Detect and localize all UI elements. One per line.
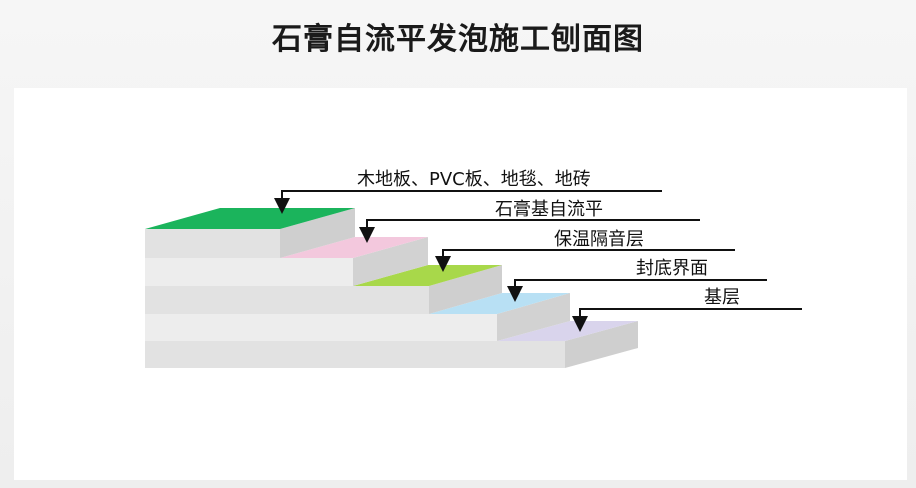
step-front-face: [145, 258, 353, 286]
leader-line: [274, 190, 662, 214]
leader-line: [359, 219, 700, 243]
step-side-face: [280, 208, 355, 258]
page-title: 石膏自流平发泡施工刨面图: [272, 22, 644, 57]
callout-sealing: 封底界面: [507, 258, 767, 302]
step-front-face: [145, 229, 280, 258]
step-front-face: [145, 314, 497, 341]
label-finish: 木地板、PVC板、地毯、地砖: [357, 169, 591, 190]
label-base: 基层: [704, 287, 740, 308]
layer-top-sealing: [429, 293, 570, 314]
section-diagram: 木地板、PVC板、地毯、地砖 石膏基自流平 保温隔音层 封底界面 基层: [145, 169, 802, 368]
step-sealing: [145, 293, 570, 341]
step-base: [145, 321, 638, 368]
step-side-face: [429, 265, 502, 314]
step-side-face: [353, 237, 428, 286]
leader-line: [435, 249, 735, 272]
label-insulation: 保温隔音层: [554, 229, 644, 250]
callout-finish: 木地板、PVC板、地毯、地砖: [274, 169, 662, 214]
label-sealing: 封底界面: [636, 258, 708, 279]
callout-base: 基层: [572, 287, 802, 332]
step-side-face: [565, 321, 638, 368]
step-front-face: [145, 341, 565, 368]
layer-top-finish: [145, 208, 355, 229]
callout-gypsum: 石膏基自流平: [359, 198, 700, 243]
layer-top-insulation: [353, 265, 502, 286]
callout-insulation: 保温隔音层: [435, 229, 735, 272]
step-side-face: [497, 293, 570, 341]
leader-line: [572, 308, 802, 332]
step-front-face: [145, 286, 429, 314]
leader-line: [507, 279, 767, 302]
diagram-panel: 木地板、PVC板、地毯、地砖 石膏基自流平 保温隔音层 封底界面 基层: [14, 88, 907, 480]
step-gypsum: [145, 237, 428, 286]
label-gypsum: 石膏基自流平: [495, 198, 603, 220]
step-finish: [145, 208, 355, 258]
layer-top-gypsum: [280, 237, 428, 258]
layer-top-base: [497, 321, 638, 341]
step-insulation: [145, 265, 502, 314]
